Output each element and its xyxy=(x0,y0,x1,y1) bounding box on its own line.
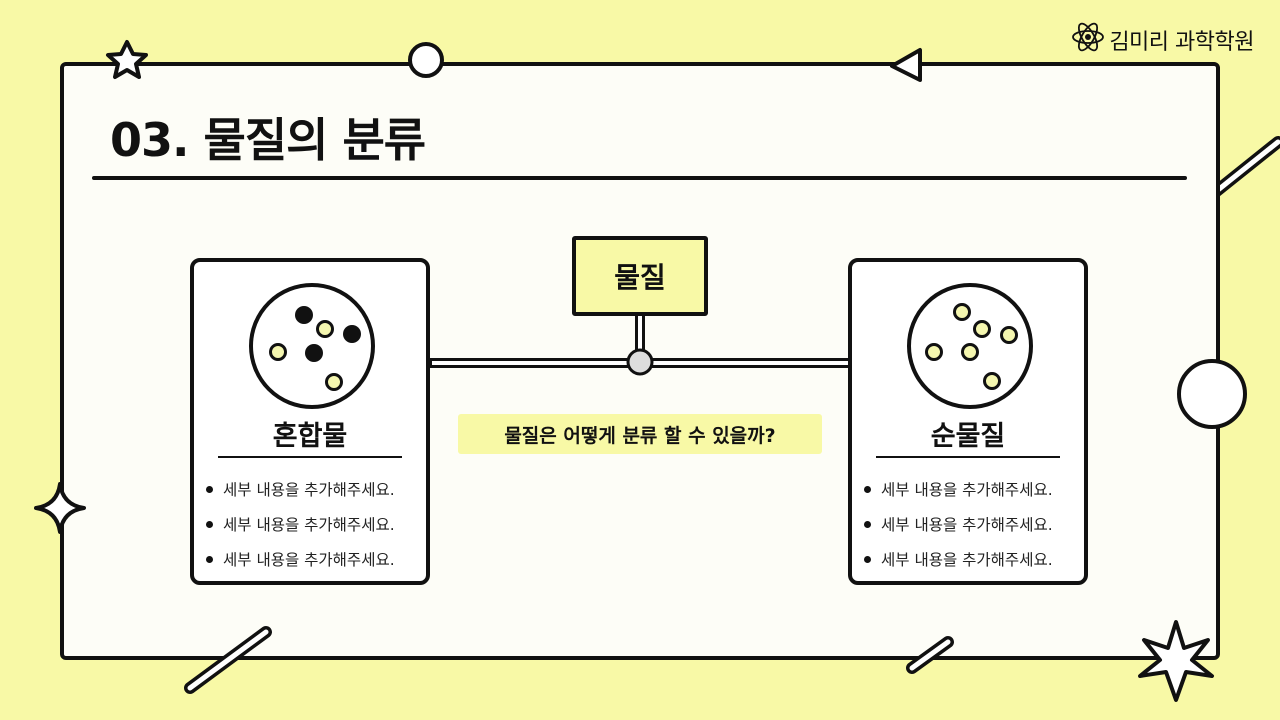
brand-name: 김미리 과학학원 xyxy=(1109,30,1254,55)
bullet-icon xyxy=(864,486,871,493)
card-divider xyxy=(218,456,402,458)
brand: 김미리 과학학원 xyxy=(1071,20,1254,60)
center-label: 물질 xyxy=(614,261,666,294)
center-label-box: 물질 xyxy=(572,236,708,316)
list-item: 세부 내용을 추가해주세요. xyxy=(864,472,1053,507)
bullet-icon xyxy=(864,556,871,563)
title-divider xyxy=(92,176,1187,180)
page-title: 03. 물질의 분류 xyxy=(110,113,426,167)
list-item: 세부 내용을 추가해주세요. xyxy=(206,472,395,507)
atom-icon xyxy=(1071,20,1105,60)
question-text: 물질은 어떻게 분류 할 수 있을까? xyxy=(504,424,776,447)
bullet-icon xyxy=(206,521,213,528)
bullet-icon xyxy=(206,486,213,493)
list-item: 세부 내용을 추가해주세요. xyxy=(206,507,395,542)
list-item: 세부 내용을 추가해주세요. xyxy=(206,542,395,577)
question-highlight: 물질은 어떻게 분류 할 수 있을까? xyxy=(458,414,822,454)
card-title: 순물질 xyxy=(930,421,1006,452)
list-item: 세부 내용을 추가해주세요. xyxy=(864,507,1053,542)
card-divider xyxy=(876,456,1060,458)
bullet-icon xyxy=(864,521,871,528)
card-mixture: 혼합물 세부 내용을 추가해주세요. 세부 내용을 추가해주세요. 세부 내용을… xyxy=(190,258,430,585)
card-list: 세부 내용을 추가해주세요. 세부 내용을 추가해주세요. 세부 내용을 추가해… xyxy=(206,472,395,577)
card-list: 세부 내용을 추가해주세요. 세부 내용을 추가해주세요. 세부 내용을 추가해… xyxy=(864,472,1053,577)
card-pure-substance: 순물질 세부 내용을 추가해주세요. 세부 내용을 추가해주세요. 세부 내용을… xyxy=(848,258,1088,585)
mixture-particles-icon xyxy=(248,282,376,410)
pure-substance-particles-icon xyxy=(906,282,1034,410)
list-item: 세부 내용을 추가해주세요. xyxy=(864,542,1053,577)
card-title: 혼합물 xyxy=(272,421,348,452)
bullet-icon xyxy=(206,556,213,563)
